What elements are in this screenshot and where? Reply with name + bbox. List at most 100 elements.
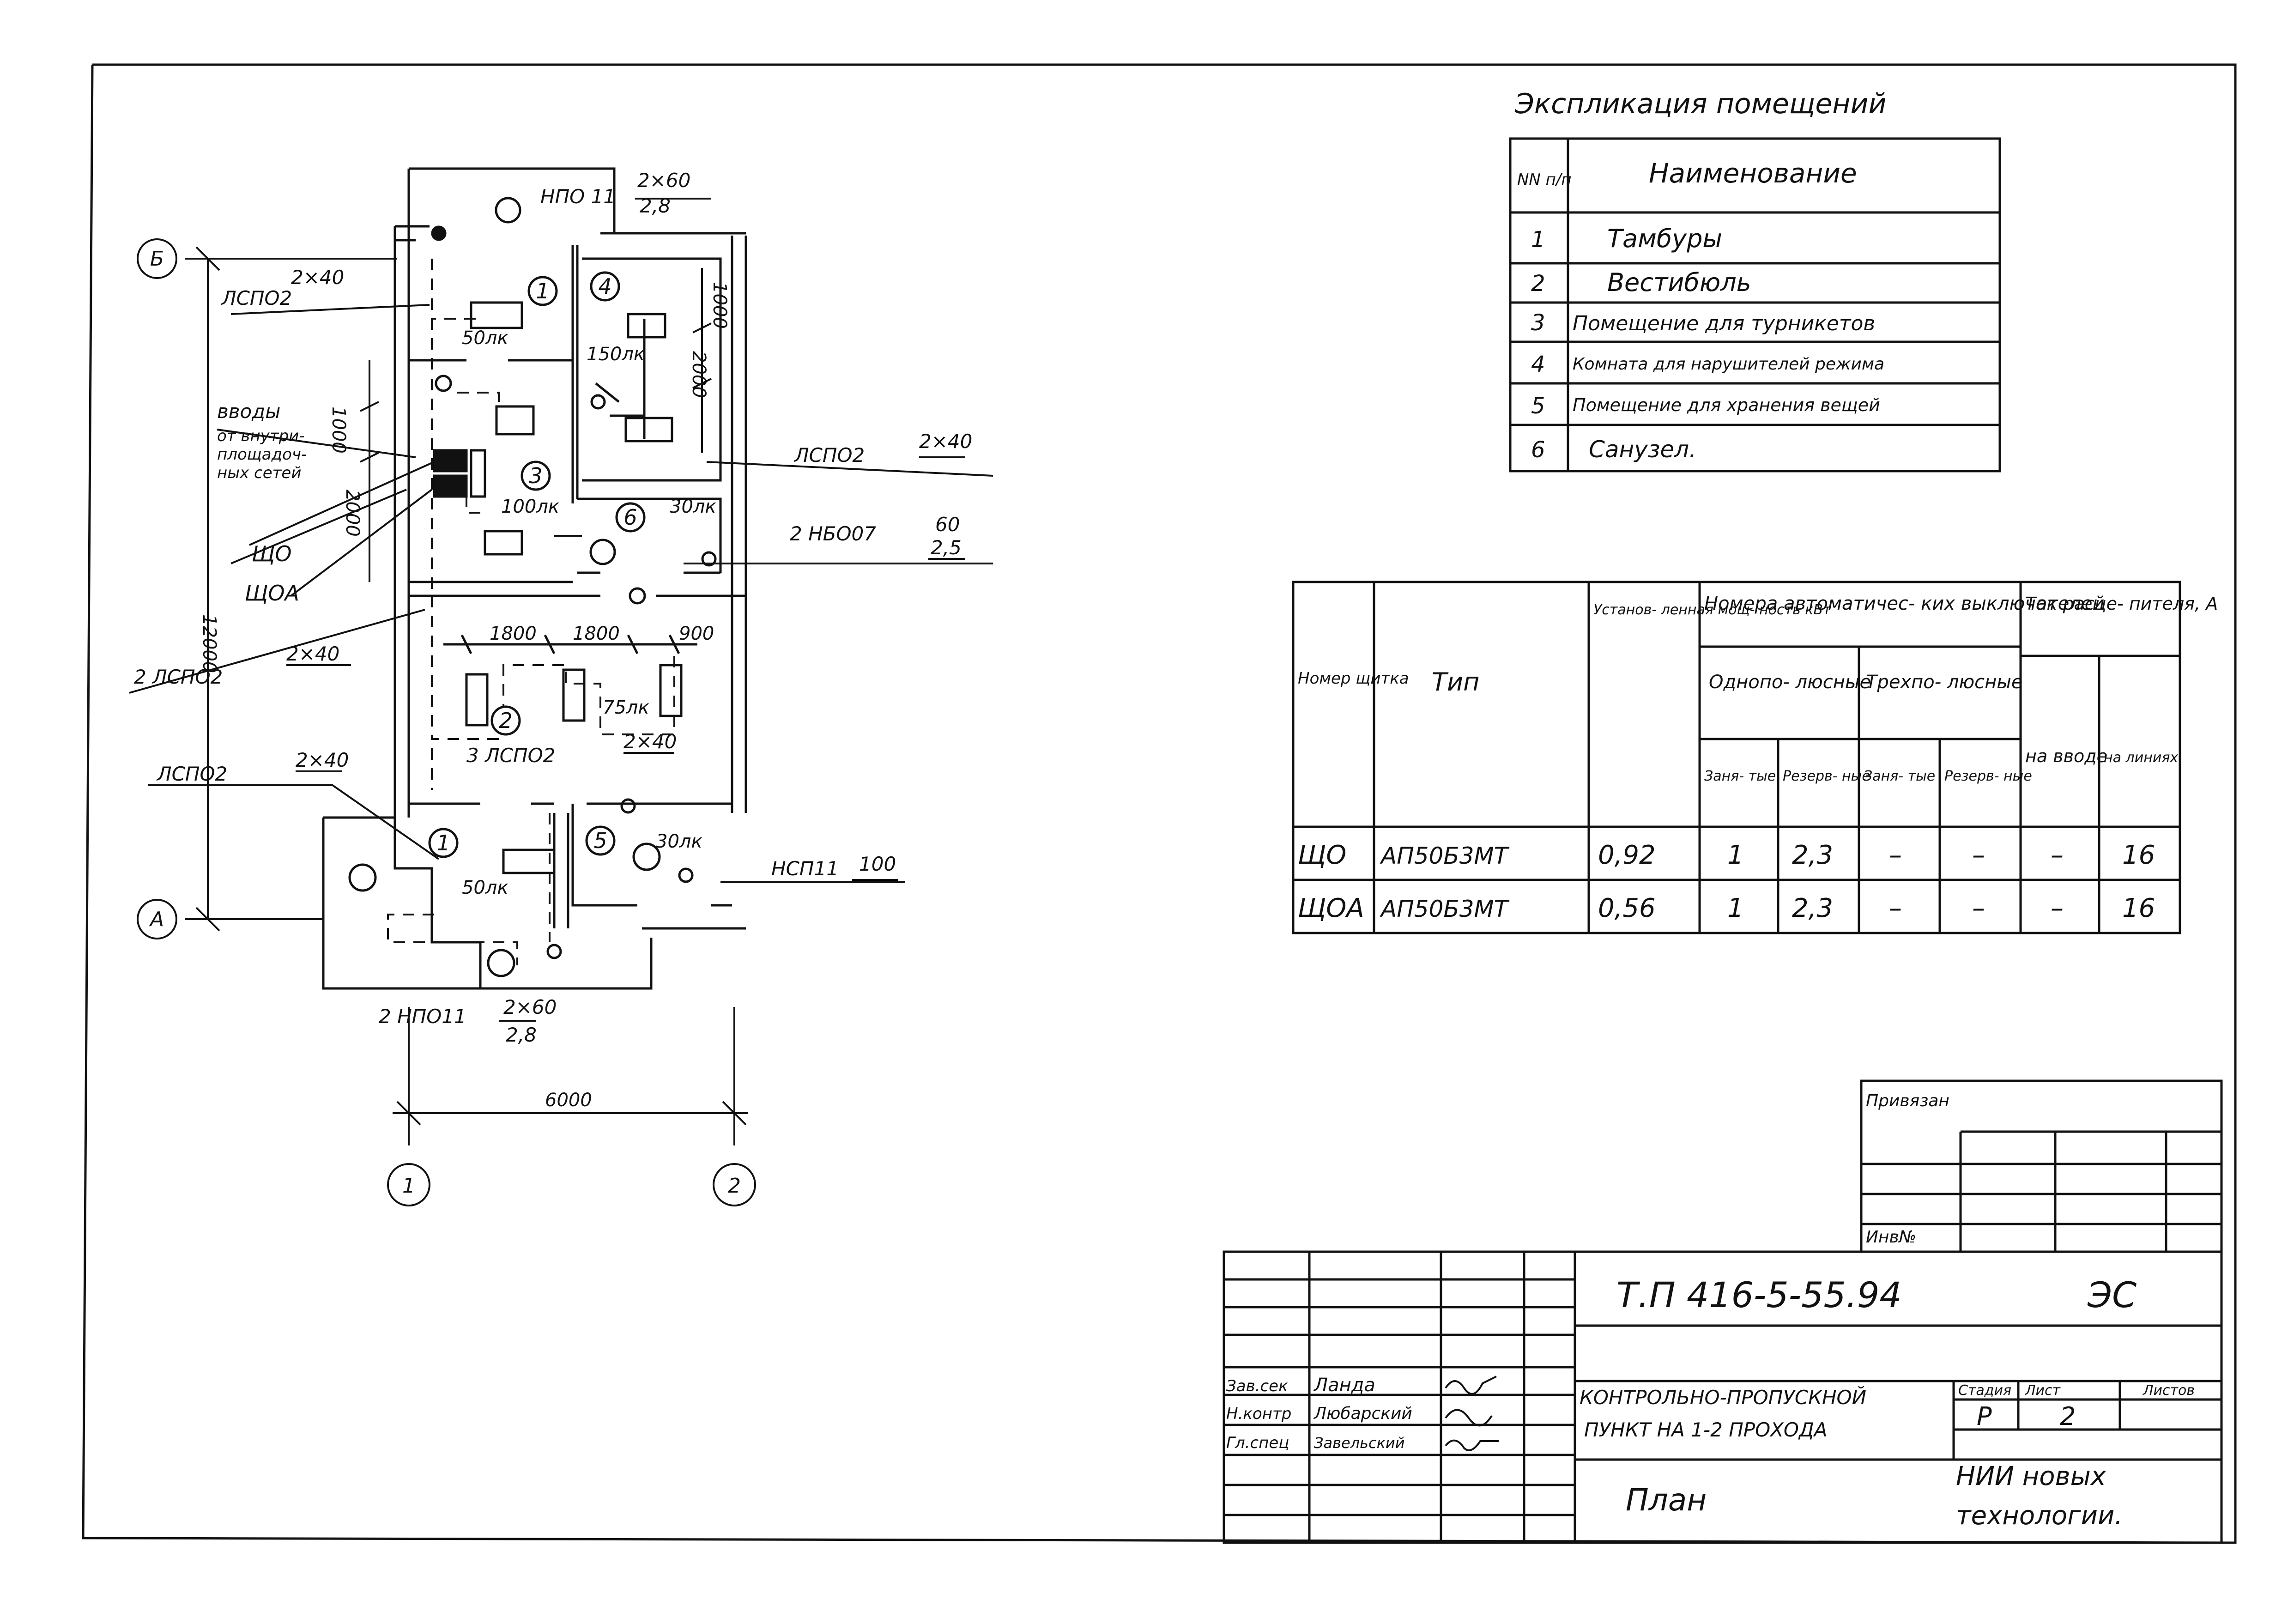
sheet-frame bbox=[82, 63, 2237, 1544]
outer-wall-right bbox=[731, 236, 747, 813]
wall-room1b-room5 bbox=[553, 813, 569, 928]
callout-nbo-num: 60 bbox=[935, 513, 960, 536]
callout-npo-bot-num: 2×60 bbox=[503, 996, 557, 1018]
explication-row-no: 4 bbox=[1531, 351, 1545, 377]
panel-h-current: Ток расце- пителя, А bbox=[2025, 594, 2218, 614]
panel-h-reserve-2: Резерв- ные bbox=[1944, 768, 2032, 784]
explication-row-no: 2 bbox=[1531, 271, 1545, 297]
stamp-sheets-label: Листов bbox=[2143, 1382, 2195, 1399]
room-number: 1 bbox=[436, 830, 450, 855]
stamp-sheet-label: Лист bbox=[2025, 1382, 2061, 1399]
luminaire-r6 bbox=[589, 539, 616, 565]
panel-table bbox=[1292, 581, 2181, 934]
luminaire-r3-a bbox=[495, 405, 535, 436]
room-marker bbox=[428, 828, 459, 858]
stamp-role: Н.контр bbox=[1226, 1405, 1291, 1423]
stamp-name: Ланда bbox=[1313, 1375, 1375, 1396]
lux-label: 100лк bbox=[501, 496, 559, 517]
stamp-title-1: КОНТРОЛЬНО-ПРОПУСКНОЙ bbox=[1580, 1386, 1866, 1409]
explication-row-name: Тамбуры bbox=[1607, 224, 1722, 253]
luminaire-r1-top bbox=[470, 301, 523, 329]
switch-top bbox=[431, 225, 447, 241]
dim-room4-1000: 1000 bbox=[709, 282, 730, 329]
room-markers bbox=[428, 271, 646, 858]
luminaire-r5-b bbox=[678, 867, 694, 883]
axis-label-1: 1 bbox=[402, 1174, 415, 1198]
stamp-title-2: ПУНКТ НА 1-2 ПРОХОДА bbox=[1584, 1418, 1828, 1441]
callout-lspo-2: 2 ЛСПО2 bbox=[134, 666, 223, 688]
luminaire-r2-a bbox=[465, 673, 489, 727]
axis-label-b: Б bbox=[150, 247, 164, 271]
panel-row-power: 0,56 bbox=[1598, 893, 1656, 923]
panel-row-line: 16 bbox=[2122, 893, 2155, 923]
panel-row-power: 0,92 bbox=[1598, 840, 1656, 870]
lux-labels: 50лк 150лк 100лк 30лк 75лк 50лк 30лк bbox=[462, 327, 716, 898]
luminaire-r6-b bbox=[701, 551, 717, 567]
callout-vvody-3: площадоч- bbox=[217, 445, 307, 464]
explication-title: Экспликация помещений bbox=[1514, 88, 1886, 120]
wall-room4-box bbox=[582, 257, 722, 482]
luminaire-r5 bbox=[632, 842, 661, 871]
luminaire-r4-b bbox=[624, 417, 673, 442]
callout-lspo-bot: ЛСПО2 bbox=[156, 763, 227, 785]
room-number: 5 bbox=[593, 828, 607, 853]
explication-row-name: Комната для нарушителей режима bbox=[1573, 355, 1884, 374]
panel-h-type: Тип bbox=[1432, 667, 1479, 697]
wall-room5 bbox=[571, 804, 732, 907]
luminaire-r2-c bbox=[659, 664, 683, 717]
explication-row-no: 3 bbox=[1531, 310, 1545, 336]
outer-wall-top bbox=[395, 225, 746, 242]
axis-label-a: А bbox=[149, 908, 164, 931]
callout-lspo-3-frac: 2×40 bbox=[623, 730, 677, 753]
callout-lspo-r4: ЛСПО2 bbox=[793, 444, 865, 467]
lux-label: 150лк bbox=[587, 344, 645, 365]
callout-nbo-den: 2,5 bbox=[931, 536, 962, 559]
explication-cells: NN п/п Наименование 1 Тамбуры 2 Вестибюл… bbox=[1517, 158, 1884, 463]
switch-r3 bbox=[435, 375, 452, 392]
callout-nbo: 2 НБО07 bbox=[790, 522, 876, 545]
explication-row-name: Санузел. bbox=[1589, 436, 1696, 463]
stamp-sheet-title: План bbox=[1626, 1482, 1707, 1518]
explication-header-name: Наименование bbox=[1649, 158, 1857, 189]
dim-room4-2000: 2000 bbox=[688, 351, 709, 398]
room-marker bbox=[585, 825, 616, 856]
dim-900: 900 bbox=[679, 623, 714, 644]
callout-shua: ЩОА bbox=[245, 581, 299, 606]
room-numbers: 1 4 3 6 2 1 5 bbox=[436, 274, 637, 855]
room-marker bbox=[490, 705, 521, 736]
panel-row-t-res: – bbox=[1972, 893, 1985, 923]
callout-vvody-4: ных сетей bbox=[217, 464, 301, 482]
dim-1800b: 1800 bbox=[573, 623, 620, 644]
panel-row-num: ЩОА bbox=[1298, 893, 1364, 923]
panel-box bbox=[470, 449, 486, 498]
panel-h-reserve-1: Резерв- ные bbox=[1783, 768, 1870, 784]
room-number: 2 bbox=[499, 708, 512, 733]
room-marker bbox=[590, 271, 620, 302]
callout-npo-top-num: 2×60 bbox=[637, 169, 690, 192]
dimension-labels: 6000 12000 1000 2000 1000 2000 1800 1800… bbox=[199, 282, 730, 1111]
luminaires bbox=[348, 197, 717, 977]
room-marker bbox=[527, 276, 558, 306]
panel-row-in: – bbox=[2051, 840, 2064, 870]
callout-nspo-frac: 100 bbox=[859, 853, 896, 875]
panel-row-s-used: 1 bbox=[1727, 893, 1744, 923]
room-number: 4 bbox=[598, 274, 611, 299]
explication-row-name: Помещение для турникетов bbox=[1573, 312, 1875, 335]
top-entry-box bbox=[407, 167, 616, 233]
panel-h-used-2: Заня- тые bbox=[1864, 768, 1935, 784]
callout-lspo-2-frac: 2×40 bbox=[286, 642, 339, 665]
panel-shua bbox=[433, 474, 468, 498]
floor-plan bbox=[322, 167, 747, 990]
dim-width: 6000 bbox=[545, 1090, 592, 1111]
panel-h-number: Номер щитка bbox=[1298, 669, 1409, 688]
explication-row-no: 1 bbox=[1531, 227, 1545, 253]
outer-wall-left bbox=[393, 226, 410, 818]
stamp-mark: ЭС bbox=[2087, 1274, 2137, 1315]
callout-npo-top: НПО 11 bbox=[540, 185, 616, 208]
panel-h-breakers: Номера автоматичес- ких выключателей bbox=[1704, 593, 2105, 614]
lux-label: 50лк bbox=[462, 877, 508, 898]
lux-label: 75лк bbox=[603, 697, 649, 718]
callout-lspo-3: 3 ЛСПО2 bbox=[466, 744, 555, 767]
callout-vvody-2: от внутри- bbox=[217, 427, 305, 445]
explication-header-no: NN п/п bbox=[1517, 170, 1572, 189]
